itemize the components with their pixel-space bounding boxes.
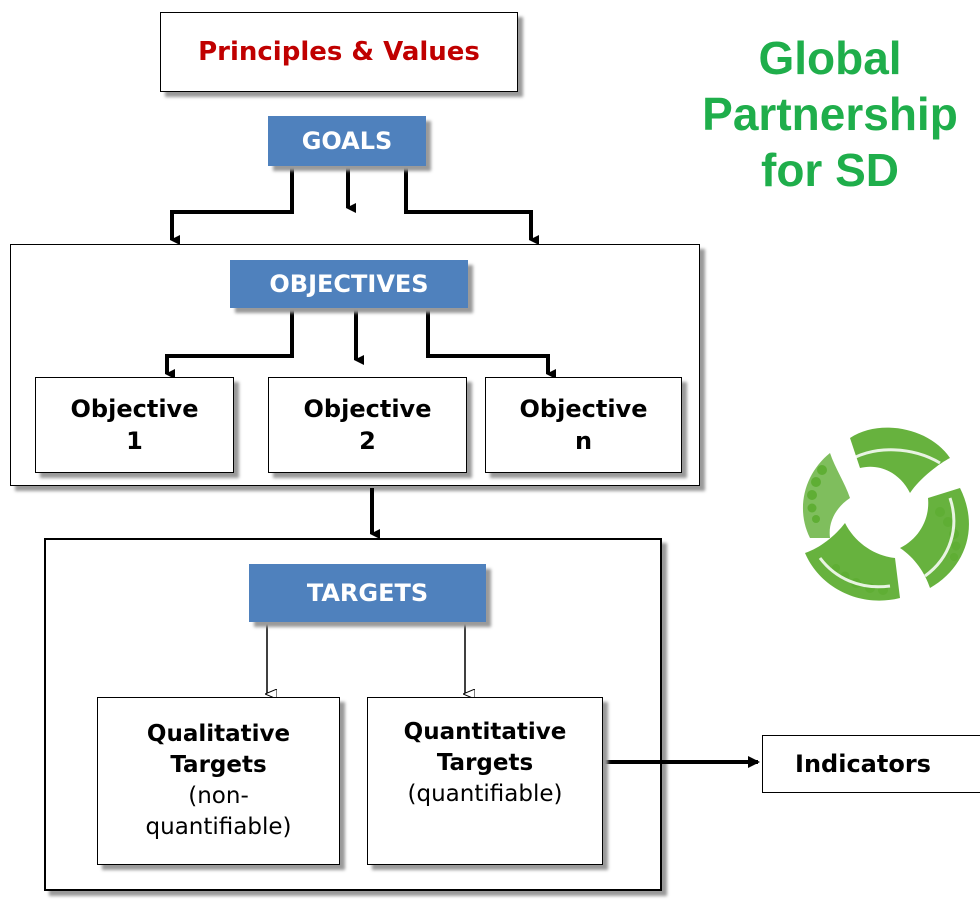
objective-2-line1: Objective [303,395,432,423]
targets-label: TARGETS [306,579,429,607]
objectives-box: OBJECTIVES [230,260,468,308]
qualitative-line1: Qualitative [146,721,291,747]
goals-arrow-left [170,166,294,245]
principles-values-box: Principles & Values [160,12,518,92]
indicators-label: Indicators [795,750,931,778]
quantitative-line3: (quantifiable) [407,780,563,807]
side-title-line2: Partnership [702,88,958,140]
principles-values-label: Principles & Values [198,37,480,67]
indicators-box: Indicators [762,735,980,793]
goals-box: GOALS [268,116,426,166]
goals-arrow-right [404,166,539,245]
footprint-recycle-icon [802,427,969,601]
quantitative-line2: Targets [436,749,534,776]
side-title: Global Partnership for SD [680,30,980,198]
qualitative-line2: Targets [170,752,267,778]
objectives-label: OBJECTIVES [269,270,429,298]
qualitative-line3: (non- [188,783,249,809]
goals-label: GOALS [301,127,393,155]
targets-box: TARGETS [249,564,486,622]
qualitative-targets-box: Qualitative Targets (non- quantifiable) [97,697,340,865]
quantitative-targets-box: Quantitative Targets (quantifiable) [367,697,603,865]
objective-2-box: Objective 2 [268,377,467,473]
objectives-arrow-left [165,308,294,379]
objective-n-box: Objective n [485,377,682,473]
side-title-line1: Global [758,32,902,84]
objective-1-line1: Objective [70,395,199,423]
objective-n-line2: n [574,427,593,455]
quantitative-line1: Quantitative [403,718,567,745]
side-title-line3: for SD [761,144,899,196]
objectives-arrow-right [426,308,556,379]
objective-2-line2: 2 [359,427,376,455]
qualitative-line4: quantifiable) [145,814,292,840]
objective-n-line1: Objective [519,395,648,423]
objective-1-box: Objective 1 [35,377,234,473]
objective-1-line2: 1 [126,427,143,455]
